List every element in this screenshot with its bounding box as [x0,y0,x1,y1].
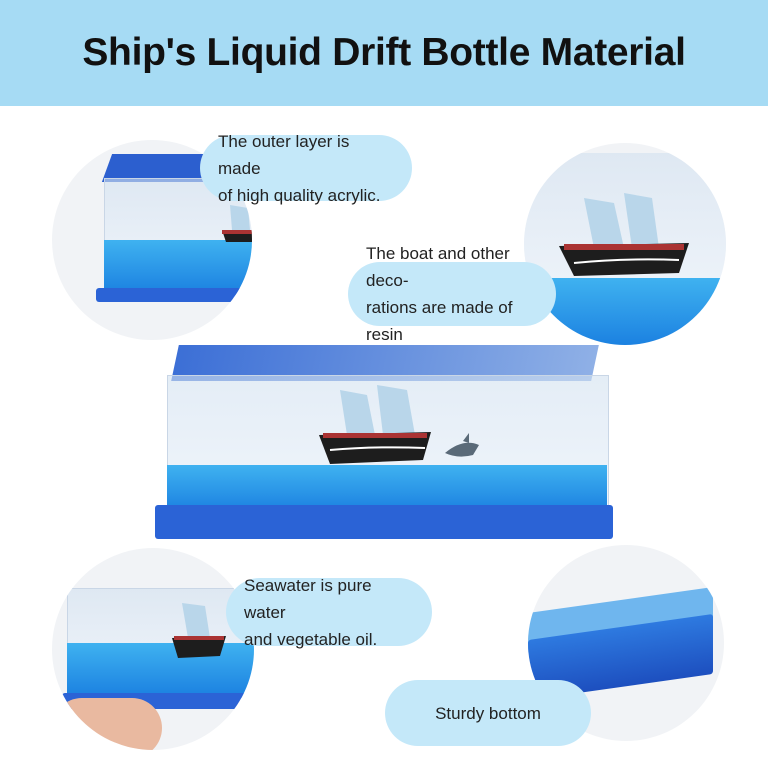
callout-bottom: Sturdy bottom [385,680,591,746]
ship-icon [172,603,226,658]
detail-circle-seawater [52,548,254,750]
shark-icon [445,433,479,457]
callout-seawater: Seawater is pure water and vegetable oil… [226,576,432,649]
callout-resin: The boat and other deco- rations are mad… [348,244,556,344]
product-drift-bottle [155,345,615,557]
callout-acrylic: The outer layer is made of high quality … [200,132,412,205]
ship-icon [319,385,431,464]
ship-icon [559,193,689,276]
page-title: Ship's Liquid Drift Bottle Material [82,31,686,74]
header-banner: Ship's Liquid Drift Bottle Material [0,0,768,106]
detail-circle-resin [524,143,726,345]
ship-icon [222,205,252,242]
